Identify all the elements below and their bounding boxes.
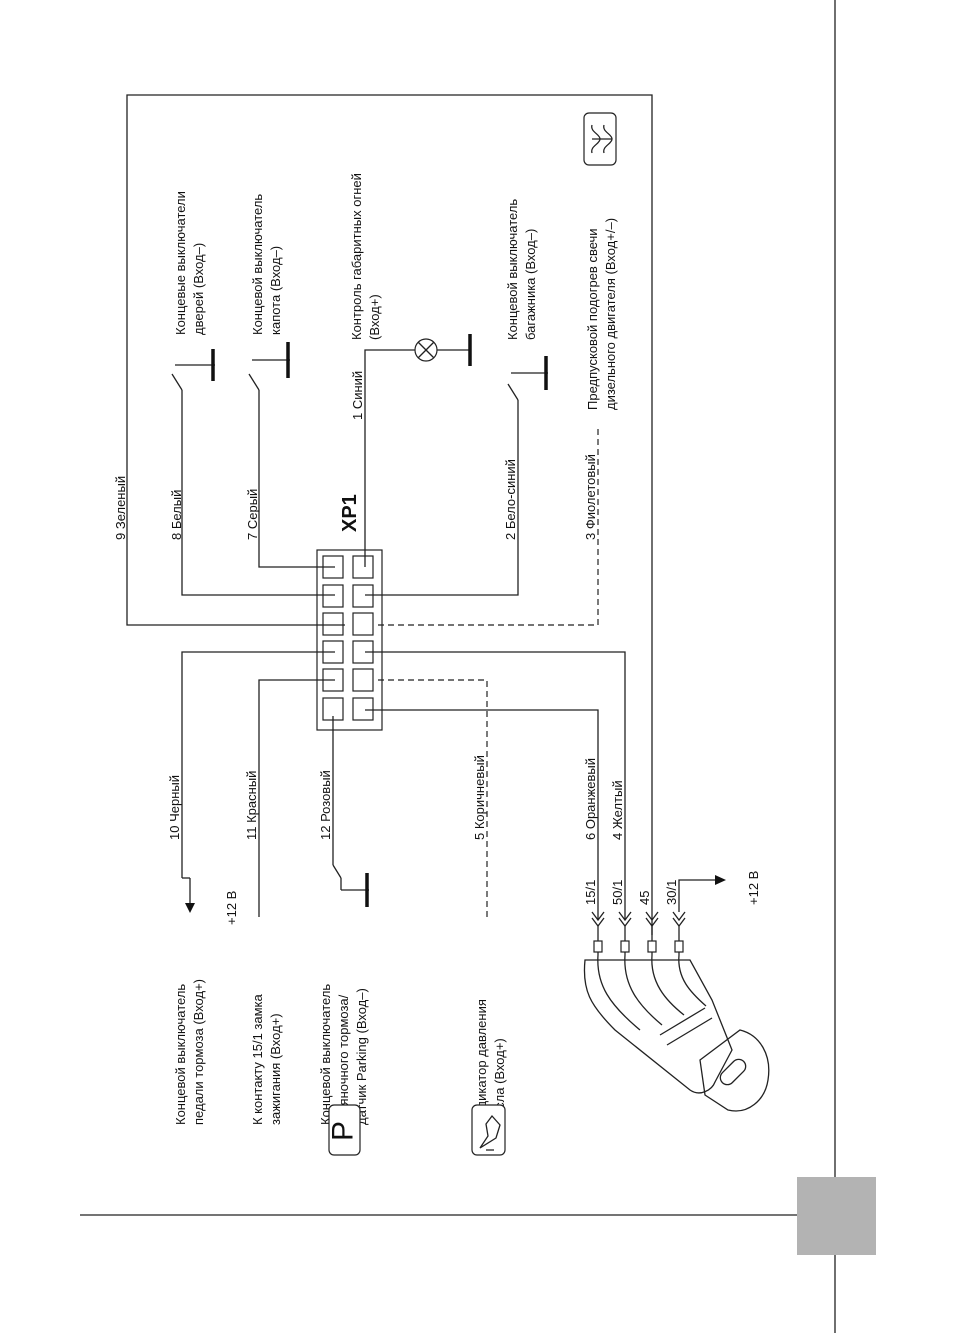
wire-2-label: 2 Бело-синий [503, 459, 518, 540]
doors-label-1: Концевые выключатели [173, 191, 188, 335]
wire-7-grey [258, 390, 335, 568]
ignition-label-2: зажигания (Вход+) [268, 1013, 283, 1125]
wire-10-label: 10 Черный [167, 775, 182, 840]
wire-6-orange [365, 709, 599, 920]
doors-label-2: дверей (Вход–) [191, 243, 206, 335]
parking-label-3: датчик Parking (Вход–) [354, 988, 369, 1125]
brake-label-1: Концевой выключатель [173, 984, 188, 1125]
terminal-50-1: 50/1 [610, 880, 625, 905]
wire-9-label: 9 Зеленый [113, 476, 128, 540]
wire-7-label: 7 Серый [245, 489, 260, 540]
glow-plug-icon [583, 112, 617, 166]
parking-label-1: Концевой выключатель [318, 984, 333, 1125]
xp1-connector [316, 549, 383, 731]
hood-label-2: капота (Вход–) [268, 246, 283, 335]
supply-arrow [715, 875, 726, 885]
wire-5-label: 5 Коричневый [472, 755, 487, 840]
parking-icon-box [328, 1104, 361, 1156]
lights-label-2: (Вход+) [367, 294, 382, 340]
connector-label: XP1 [339, 494, 361, 532]
wire-9-green [126, 94, 653, 935]
wire-1-blue [364, 349, 420, 567]
oil-label-2: масла (Вход+) [492, 1038, 507, 1125]
terminal-30-1: 30/1 [664, 880, 679, 905]
wire-3-violet [378, 425, 599, 626]
trunk-label-2: багажника (Вход–) [523, 229, 538, 340]
parking-label-2: стояночного тормоза/ [336, 994, 351, 1125]
brake-supply-label: +12 В [224, 891, 239, 925]
wire-4-yellow [365, 651, 626, 920]
supply-wire [678, 879, 718, 912]
brake-arrow [185, 903, 195, 913]
wire-6-label: 6 Оранжевый [583, 758, 598, 840]
wire-11-label: 11 Красный [244, 771, 259, 840]
door-switch [171, 373, 183, 391]
oil-can-icon [471, 1104, 506, 1156]
wire-8-white [181, 390, 335, 596]
page-tab [797, 1177, 876, 1255]
parking-switch [332, 864, 342, 879]
glow-label-2: дизельного двигателя (Вход+/–) [603, 218, 618, 410]
wire-2-white-blue [365, 400, 519, 596]
parking-icon: P [326, 1121, 359, 1141]
wire-10-black [181, 651, 335, 870]
hood-label-1: Концевой выключатель [250, 194, 265, 335]
trunk-switch [507, 383, 519, 401]
wire-3-label: 3 Фиолетовый [583, 454, 598, 540]
oil-label-1: Индикатор давления [474, 999, 489, 1125]
terminal-45: 45 [637, 891, 652, 905]
wire-5-brown [378, 679, 488, 918]
terminal-15-1: 15/1 [583, 880, 598, 905]
wire-11-red [258, 679, 335, 917]
switch-supply-label: +12 В [746, 871, 761, 905]
lights-label-1: Контроль габаритных огней [349, 173, 364, 340]
hood-switch [248, 373, 260, 391]
wire-4-label: 4 Желтый [610, 780, 625, 840]
terminal-chevrons [591, 911, 686, 928]
trunk-label-1: Концевой выключатель [505, 199, 520, 340]
glow-label-1: Предпусковой подогрев свечи [585, 228, 600, 410]
ignition-label-1: К контакту 15/1 замка [250, 993, 265, 1125]
wire-8-label: 8 Белый [169, 490, 184, 540]
ignition-switch-icon [583, 926, 770, 1112]
wire-12-label: 12 Розовый [318, 770, 333, 840]
brake-label-2: педали тормоза (Вход+) [191, 979, 206, 1125]
wire-1-label: 1 Синий [350, 371, 365, 420]
